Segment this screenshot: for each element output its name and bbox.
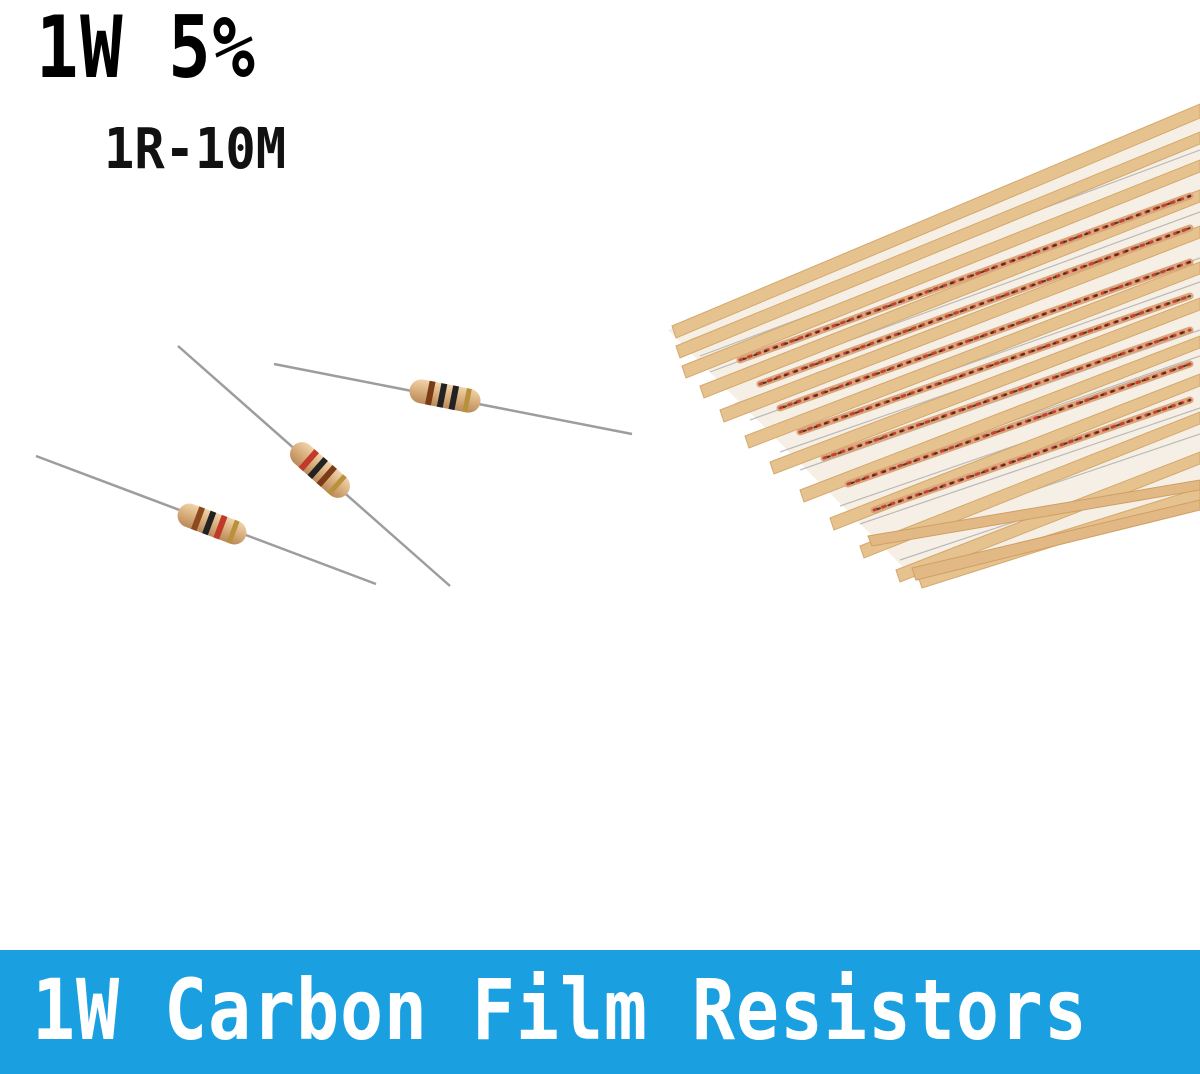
taped-resistor-bundle [668,103,1200,589]
product-banner: 1W Carbon Film Resistors [0,950,1200,1074]
single-resistor-c [273,362,633,436]
resistor-product-photo [35,103,1200,589]
resistance-range-label: 1R-10M [104,117,287,182]
power-tolerance-title: 1W 5% [36,0,257,98]
single-resistor-a [35,454,377,586]
banner-title: 1W Carbon Film Resistors [32,961,1088,1059]
single-resistor-b [177,345,451,587]
